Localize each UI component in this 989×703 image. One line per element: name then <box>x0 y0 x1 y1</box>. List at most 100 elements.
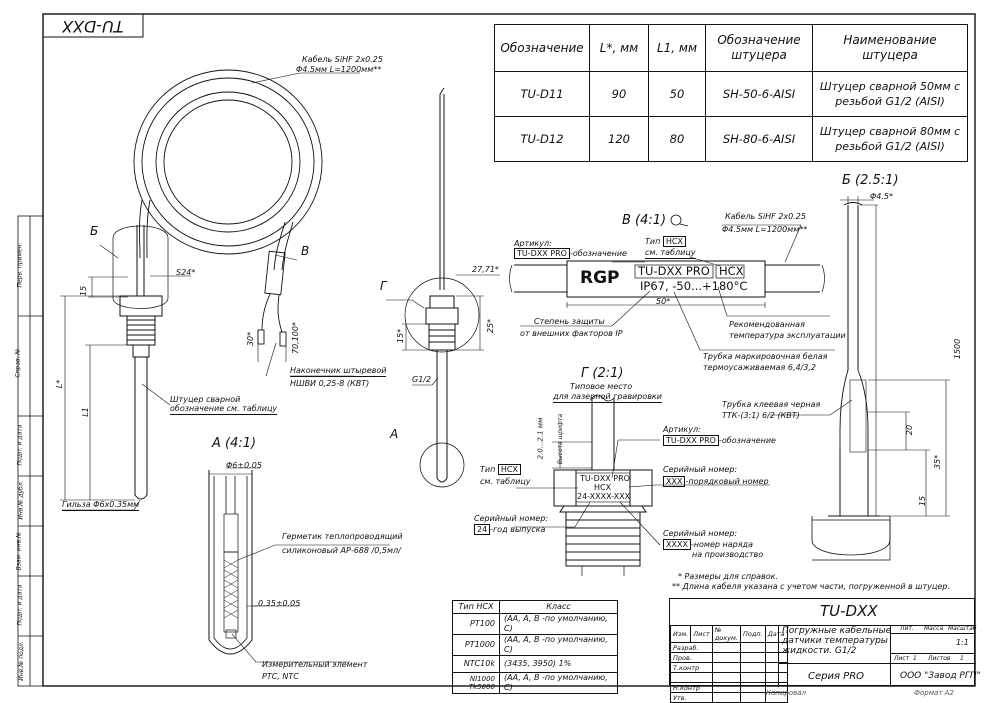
view-g-serial-label-3: Серийный номер: <box>663 529 738 538</box>
class-cell: PT1000 <box>452 634 500 656</box>
view-b-dim-35: 35* <box>933 454 943 470</box>
view-g-article-code: TU-DXX PRO <box>663 435 719 446</box>
class-cell: (3435, 3950) 1% <box>499 655 618 673</box>
view-a-dimensions <box>209 467 390 663</box>
table-row: TU-D12 120 80 SH-80-6-AISI Штуцер сварно… <box>494 116 968 162</box>
main-label-v: В <box>301 244 310 258</box>
signature-header-row: Изм. Лист № докум. Подп. Дата <box>669 625 788 643</box>
side-label-7: Инв.№ подл. <box>17 641 25 681</box>
side-dim-2771: 27,71* <box>472 265 499 274</box>
view-b-dim-45: Φ4.5* <box>870 192 894 201</box>
view-a-dim-035: 0.35±0.05 <box>258 599 301 608</box>
spec-header-cell: L*, мм <box>589 24 649 72</box>
view-v-dim-50: 50* <box>656 297 671 306</box>
title-block-sheet-value: 1 <box>913 655 917 662</box>
spec-cell: 80 <box>648 116 706 162</box>
signature-col: Лист <box>690 625 713 643</box>
view-b-tube-label-1: Трубка клеевая черная <box>722 400 821 409</box>
class-cell: PT100 <box>452 613 500 635</box>
table-row: PT100 (AA, A, B -по умолчанию, C) <box>452 613 618 635</box>
view-g-title: Г (2:1) <box>581 366 624 381</box>
view-v-band <box>509 214 825 298</box>
spec-header-cell: Наименование штуцера <box>812 24 968 72</box>
side-label-6: Подп. и дата <box>16 584 24 626</box>
signature-role: Т.контр <box>670 662 713 673</box>
view-a-sealant-2: силиконовый АР-688 /0,5мл/ <box>282 546 401 555</box>
corner-title-box <box>42 13 144 38</box>
signature-row: Разраб. <box>670 642 788 653</box>
spec-cell: 120 <box>589 116 649 162</box>
view-g-dim-font: Высота шрифта <box>557 413 565 465</box>
band-model: TU-DXX PRO <box>638 264 710 278</box>
title-block-lit: Лит. <box>900 625 914 632</box>
engrave-model: TU-DXX PRO <box>580 474 630 483</box>
corner-title: TU-DXX <box>62 17 124 36</box>
view-a-element-2: PTC, NTC <box>262 672 299 681</box>
view-v-ip-label-2: от внешних факторов IP <box>520 329 623 338</box>
view-g-serial-label-2: Серийный номер: <box>474 514 549 523</box>
view-g-serial-xxxx-code: XXXX <box>663 539 691 550</box>
engrave-serial: 24-XXXX-XXX <box>577 492 631 501</box>
spec-cell: TU-D12 <box>494 116 590 162</box>
view-g-laser-1: Типовое место <box>570 382 633 391</box>
view-g-serial-xxx-note: -порядковый номер <box>685 477 769 486</box>
view-v-tube-label-2: термоусаживаемая 6,4/3,2 <box>703 363 817 372</box>
view-g-type-code: HCX <box>497 464 521 475</box>
probe-side <box>404 87 480 488</box>
title-block-scale: Масштаб <box>948 625 977 632</box>
class-cell: (AA, A, B -по умолчанию, C) <box>499 613 618 635</box>
view-a-title: А (4:1) <box>212 436 257 451</box>
view-b-dim-1500: 1500 <box>953 338 963 360</box>
band-ip-range: IP67, -50...+180°C <box>640 279 748 293</box>
title-block-company: ООО "Завод РГП" <box>900 671 981 681</box>
band-logo: RGP <box>580 268 620 288</box>
view-g-serial-xxx: XXX-порядковый номер <box>663 476 769 487</box>
view-v-type-note: см. таблицу <box>645 248 696 259</box>
view-g-serial-xxxx-note-2: на производство <box>692 550 764 559</box>
side-label-g: Г <box>380 279 387 293</box>
class-cell: (AA, A, B -по умолчанию, C) <box>499 672 618 694</box>
view-b-tube-label-2: ТТК-(3:1) 6/2 (КВТ) <box>722 411 800 420</box>
signature-role: Утв. <box>670 692 713 703</box>
cable-coil <box>133 69 323 271</box>
spec-header-cell: Обозначение штуцера <box>705 24 813 72</box>
signature-col: Изм. <box>669 625 692 643</box>
view-g-serial-label-1: Серийный номер: <box>663 465 738 474</box>
main-fitting-label-1: Штуцер сварной <box>170 395 241 404</box>
main-dim-s24: S24* <box>176 268 196 277</box>
view-g-type-note: см. таблицу <box>480 477 531 486</box>
signature-role: Пров. <box>670 652 713 663</box>
cable-marking-tube <box>257 250 287 347</box>
view-g-type: Тип HCX <box>480 464 521 475</box>
signature-grid: Изм. Лист № докум. Подп. Дата Разраб. Пр… <box>669 625 788 703</box>
main-tip-label-2: НШВИ 0,25-8 (КВТ) <box>290 379 370 388</box>
view-v-type-code: HCX <box>662 236 686 247</box>
class-cell: (AA, A, B -по умолчанию, C) <box>499 634 618 656</box>
signature-col: Подп. <box>740 625 766 643</box>
view-v-temp-label-1: Рекомендованная <box>729 320 805 329</box>
view-v-ip-label-1: Степень защиты <box>534 317 605 326</box>
title-block-sheets: Листов <box>928 655 951 662</box>
footer-copied: Копировал <box>766 689 806 697</box>
title-block: TU-DXX Погружные кабельные датчики темпе… <box>669 598 981 703</box>
signature-row: Т.контр <box>670 662 788 673</box>
title-block-name-2: датчики температуры <box>782 636 888 646</box>
class-header-cell: Тип HCX <box>452 600 500 614</box>
spec-cell: SH-50-6-AISI <box>705 71 813 117</box>
main-sleeve-label: Гильза Φ6x0.35мм <box>62 500 140 511</box>
view-b-cable <box>811 202 891 561</box>
main-dim-15: 15 <box>79 285 89 297</box>
note-1: * Размеры для справок. <box>678 572 779 581</box>
signature-role: Н.контр <box>670 682 713 693</box>
view-b-dimensions <box>770 196 950 517</box>
view-v-title: В (4:1) <box>622 213 667 228</box>
signature-row: Пров. <box>670 652 788 663</box>
main-dim-70: 70,100* <box>291 322 300 354</box>
side-label-4: Инв.№ дубл. <box>17 480 25 520</box>
spec-cell: TU-D11 <box>494 71 590 117</box>
class-cell: NI1000 Tk5000 <box>452 672 500 694</box>
view-g-serial-xxx-code: XXX <box>663 476 686 487</box>
main-label-b: Б <box>90 224 99 238</box>
spec-header-cell: Обозначение <box>494 24 590 72</box>
class-table: Тип HCX Класс PT100 (AA, A, B -по умолча… <box>452 600 618 694</box>
